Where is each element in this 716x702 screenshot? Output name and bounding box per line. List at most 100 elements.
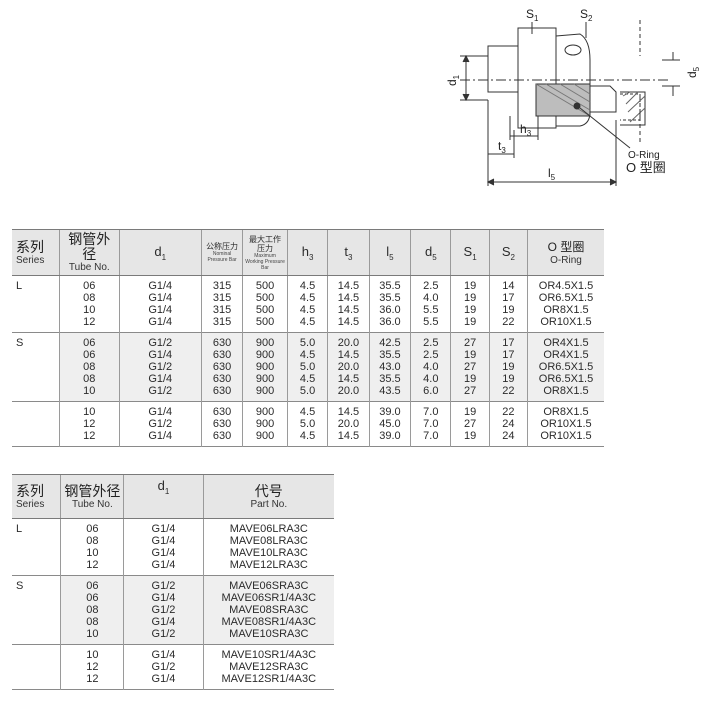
part-value: MAVE10SR1/4A3C [221,649,317,661]
l5-value: 42.5 [379,337,401,349]
nominal-value: 630 [212,361,232,373]
h3-value: 5.0 [299,418,316,430]
t3-value: 20.0 [337,337,360,349]
tube-value: 12 [83,418,96,430]
s2-value: 24 [502,430,515,442]
tube-value: 06 [86,580,99,592]
max-value: 900 [255,418,275,430]
s2-value: 24 [502,418,515,430]
h3-value: 4.5 [299,292,316,304]
tube-value: 10 [83,406,96,418]
series-cell: L [16,280,23,292]
t3-value: 14.5 [337,349,360,361]
header-s1: S1 [450,229,490,276]
d1-value: G1/2 [148,361,173,373]
series-cell: S [12,575,61,645]
s2-value: 14 [502,280,515,292]
h3-value: 4.5 [299,280,316,292]
l5-value: 39.0 [379,430,401,442]
d5-value: 2.5 [423,280,439,292]
s2-value: 19 [502,373,515,385]
part-value: MAVE12SR1/4A3C [221,673,317,685]
tube-value: 12 [83,430,96,442]
tube-value: 10 [86,649,99,661]
d1-value: G1/4 [151,535,176,547]
s2-value: 17 [502,292,515,304]
d5-label: d5 [685,66,701,78]
l5-value: 35.5 [379,349,401,361]
max-value: 900 [255,373,275,385]
d5-value: 7.0 [423,430,439,442]
s1-value: 27 [463,385,477,397]
series-cell: S [12,332,60,402]
l5-value: 39.0 [379,406,401,418]
tube-value: 06 [86,592,99,604]
d5-value: 5.5 [423,304,439,316]
oring-value: OR4X1.5 [543,337,589,349]
d1-value: G1/4 [151,547,176,559]
oring-en-label: O-Ring [628,150,660,161]
oring-value: OR8X1.5 [543,304,589,316]
l5-value: 36.0 [379,304,401,316]
max-value: 900 [255,349,275,361]
max-value: 500 [255,316,275,328]
s1-value: 19 [463,406,477,418]
s1-value: 27 [463,361,477,373]
header-l5: l5 [368,229,411,276]
l5-value: 35.5 [379,292,401,304]
oring-value: OR6.5X1.5 [538,292,594,304]
t3-value: 20.0 [337,361,360,373]
t3-label: t3 [498,139,506,155]
nominal-value: 315 [212,292,232,304]
h3-value: 4.5 [299,430,316,442]
series-cell [12,645,61,690]
d1-value: G1/4 [151,649,176,661]
d1-value: G1/4 [148,406,173,418]
tube-value: 12 [86,559,99,571]
oring-cn-label: O 型圈 [626,160,666,175]
nominal-value: 315 [212,304,232,316]
d1-value: G1/4 [151,592,176,604]
s2-value: 22 [502,316,515,328]
tube-value: 12 [83,316,96,328]
part-value: MAVE12SRA3C [229,661,309,673]
header-d1: d1 [123,474,204,519]
t3-value: 20.0 [337,418,360,430]
h3-label: h3 [520,122,532,138]
oring-value: OR10X1.5 [540,430,592,442]
oring-value: OR10X1.5 [540,316,592,328]
s1-value: 19 [463,430,477,442]
s2-value: 17 [502,349,515,361]
d5-value: 2.5 [423,349,439,361]
d1-value: G1/4 [148,280,173,292]
tube-value: 10 [83,304,96,316]
d1-value: G1/4 [148,316,173,328]
l5-value: 43.0 [379,361,401,373]
h3-value: 4.5 [299,304,316,316]
nominal-value: 630 [212,418,232,430]
tube-value: 10 [86,547,99,559]
